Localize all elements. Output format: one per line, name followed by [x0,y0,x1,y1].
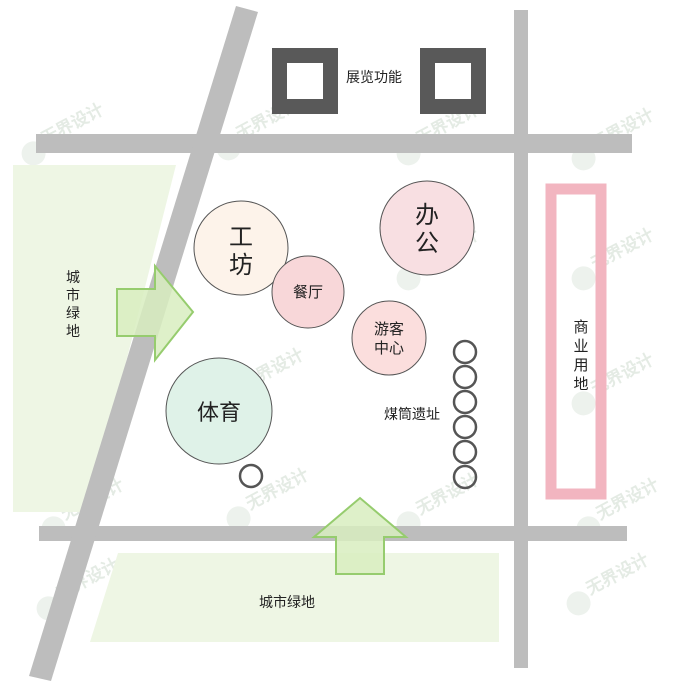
city-green-left-label-2: 市 [66,287,80,304]
sports-circle [165,357,273,465]
exhibition-block-left [272,48,338,114]
city-green-bottom-zone [90,553,499,642]
north-arrow [311,496,409,575]
office-label-line1: 办 [415,201,439,229]
chimney-circle [452,364,478,390]
visitor-center-label-line1: 游客 [374,320,404,338]
chimney-ruins-column [452,339,478,490]
commercial-label-4: 地 [573,375,588,393]
workshop-label-line2: 坊 [229,251,253,279]
chimney-circle [452,414,478,440]
road-diagonal [29,6,258,681]
restaurant-label: 餐厅 [293,283,323,301]
city-green-left-label-4: 地 [66,324,80,340]
small-chimney-circle [238,463,264,489]
city-green-left-label-1: 城 [66,270,80,286]
city-green-left-label-3: 绿 [66,306,80,322]
exhibition-label: 展览功能 [346,70,402,86]
restaurant-circle [271,255,345,329]
chimney-circle [452,339,478,365]
exhibition-block-right [420,48,486,114]
east-arrow [116,263,195,363]
commercial-label-2: 业 [573,337,588,355]
chimney-circle [452,389,478,415]
city-green-bottom-label: 城市绿地 [259,594,315,611]
watermark-text: 无界设计 [412,469,483,520]
workshop-label-line1: 工 [229,223,253,251]
chimney-ruins-label: 煤筒遗址 [384,406,440,423]
office-label-line2: 公 [415,229,439,257]
commercial-land-strip [545,183,607,500]
office-circle [379,180,475,276]
watermark-text: 无界设计 [582,549,653,600]
city-green-left-zone [13,165,176,512]
commercial-label-3: 用 [573,356,588,374]
sports-label: 体育 [197,401,241,426]
chimney-circle [452,464,478,490]
commercial-label-1: 商 [573,318,588,336]
road-north [36,134,632,153]
watermark-text: 无界设计 [242,464,313,515]
workshop-circle [193,200,289,296]
chimney-circle [452,439,478,465]
road-east [514,10,528,668]
visitor-center-label-line2: 中心 [374,339,404,357]
visitor-center-circle [351,300,427,376]
